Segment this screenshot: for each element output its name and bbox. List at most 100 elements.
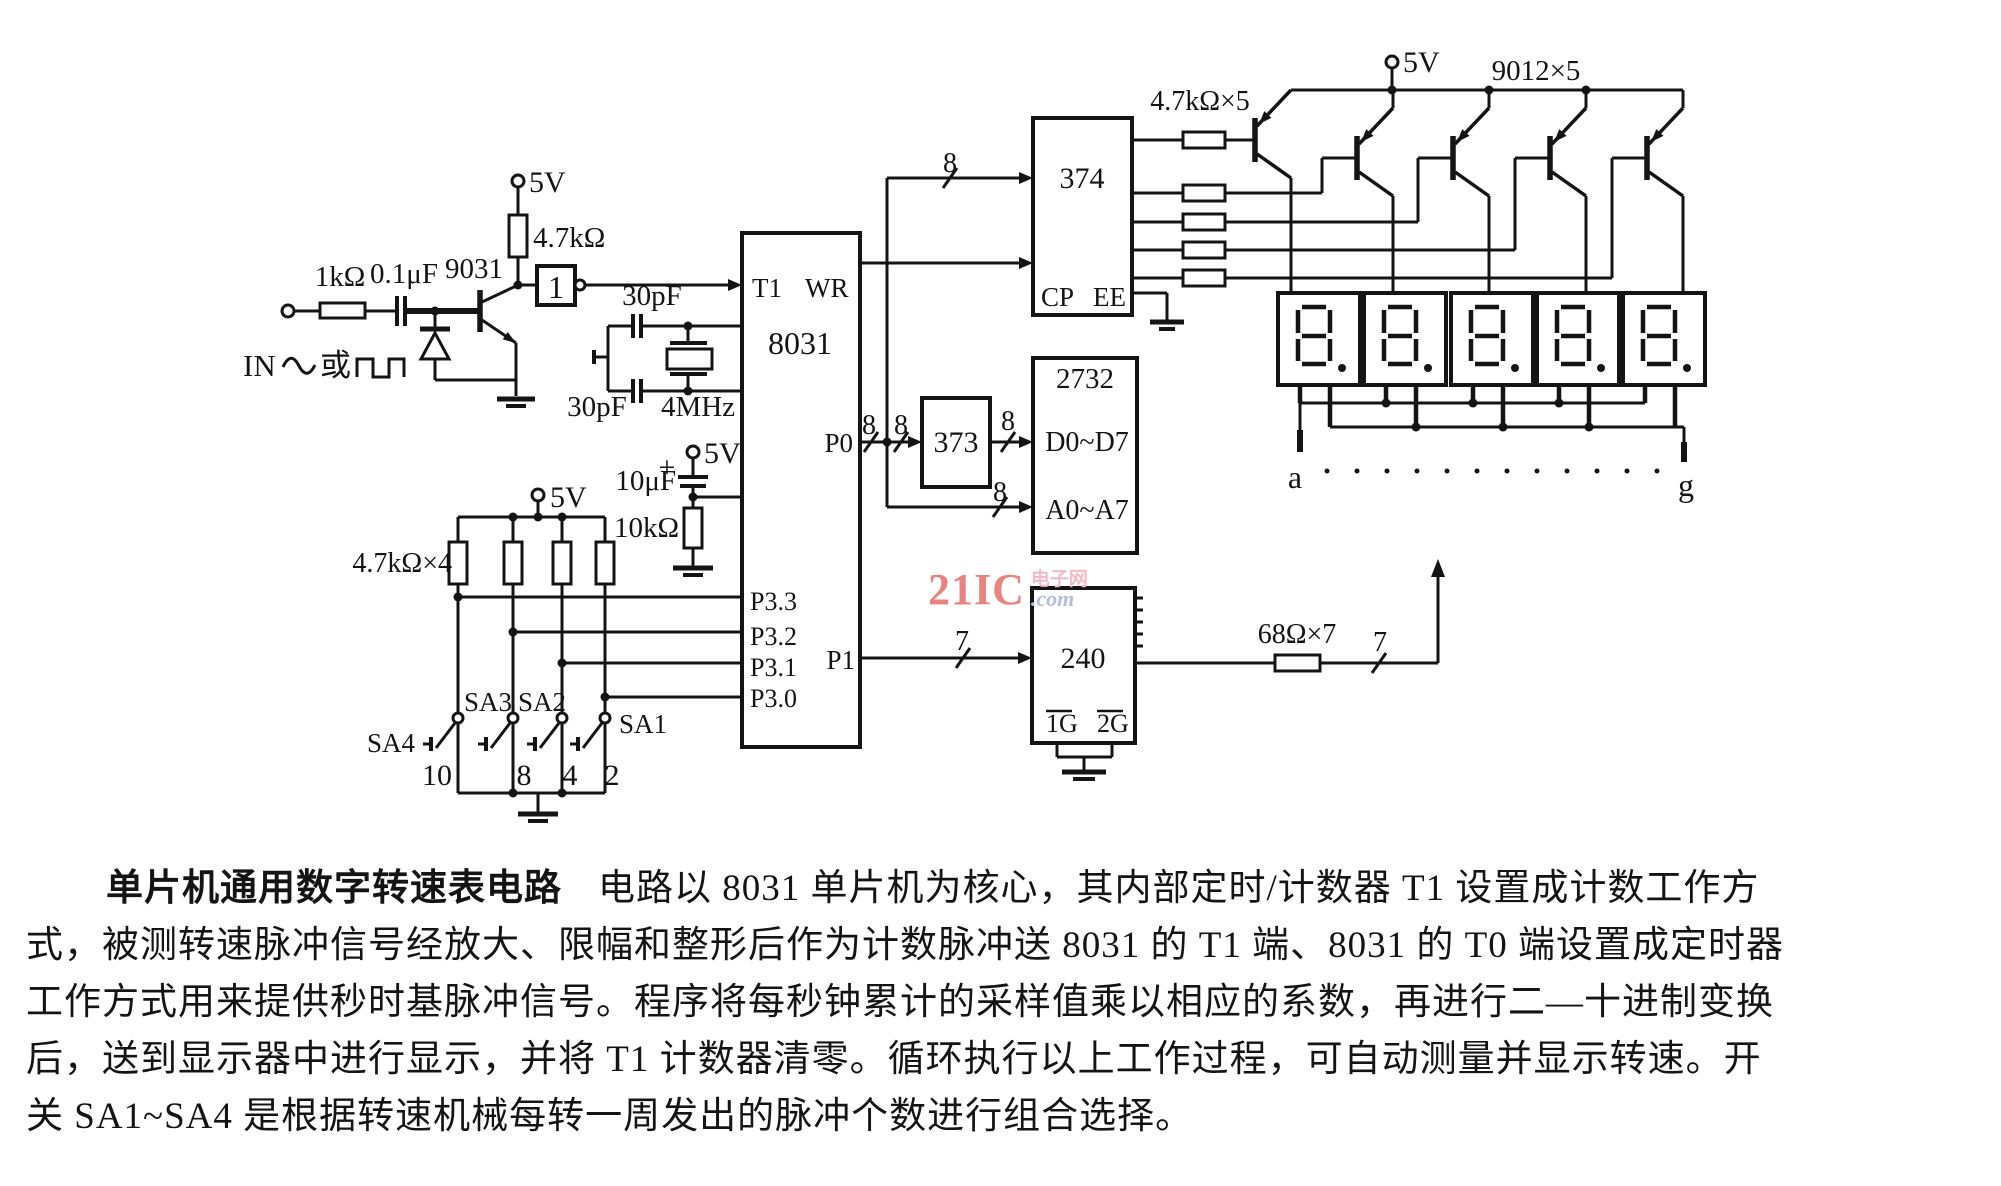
label-buf-240: 240 bbox=[1061, 642, 1106, 675]
label-weight-10: 10 bbox=[422, 759, 452, 792]
input-terminal bbox=[280, 303, 296, 319]
pin-2g: 2G bbox=[1097, 709, 1129, 738]
caption-line: 式，被测转速脉冲信号经放大、限幅和整形后作为计数脉冲送 8031 的 T1 端、… bbox=[26, 925, 1784, 966]
caption-line: 后，送到显示器中进行显示，并将 T1 计数器清零。循环执行以上工作过程，可自动测… bbox=[26, 1039, 1762, 1080]
label-vcc: 5V bbox=[529, 166, 566, 199]
seven-segment-display bbox=[1451, 293, 1533, 427]
transistor-9012 bbox=[1647, 108, 1683, 196]
ground-symbol bbox=[673, 565, 713, 577]
transistor-9012 bbox=[1357, 108, 1393, 196]
transistor-9031 bbox=[477, 284, 518, 380]
ground-symbol bbox=[1062, 769, 1106, 781]
resistor-10k bbox=[682, 506, 704, 550]
bus-width-8: 8 bbox=[862, 410, 876, 441]
resistor-4k7 bbox=[507, 213, 529, 259]
bus-width-7: 7 bbox=[1373, 627, 1387, 658]
caption-line: 工作方式用来提供秒时基脉冲信号。程序将每秒钟累计的采样值乘以相应的系数，再进行二… bbox=[26, 982, 1774, 1023]
label-cap-30pf-top: 30pF bbox=[622, 280, 682, 312]
vcc-terminal bbox=[530, 487, 546, 503]
label-in-signal: IN bbox=[243, 348, 276, 383]
transistor-9012 bbox=[1255, 90, 1291, 178]
label-latch-373: 373 bbox=[934, 426, 979, 459]
bus-width-8: 8 bbox=[943, 148, 957, 179]
label-cap-10uf: 10μF bbox=[615, 465, 676, 497]
pin-p32: P3.2 bbox=[750, 622, 797, 651]
pin-wr: WR bbox=[805, 273, 849, 303]
label-sa3: SA3 bbox=[464, 687, 512, 717]
label-mcu-part: 8031 bbox=[768, 325, 832, 361]
switch-column bbox=[423, 517, 469, 793]
bus-width-8: 8 bbox=[894, 410, 908, 441]
label-seg-g: g bbox=[1678, 467, 1694, 503]
label-weight-4: 4 bbox=[563, 759, 578, 792]
ic-373-box bbox=[920, 396, 992, 489]
bus-width-7: 7 bbox=[955, 626, 969, 657]
ground-symbol bbox=[497, 380, 535, 408]
pin-d0-d7: D0~D7 bbox=[1045, 427, 1129, 458]
waveform-icons bbox=[281, 356, 406, 379]
transistor-9012 bbox=[1453, 108, 1489, 196]
driver-stage bbox=[1132, 54, 1683, 331]
inverter-bubble bbox=[573, 278, 587, 292]
segment-dots bbox=[1324, 468, 1660, 474]
pin-t1: T1 bbox=[752, 273, 782, 303]
vcc-terminal bbox=[685, 444, 701, 460]
circuit-schematic: 1kΩ 0.1μF 9031 5V 4.7kΩ 1 IN 或 30pF 30pF… bbox=[243, 46, 2001, 823]
label-vcc: 5V bbox=[704, 437, 741, 470]
caption-block: 单片机通用数字转速表电路电路以 8031 单片机为核心，其内部定时/计数器 T1… bbox=[26, 860, 1988, 1145]
input-stage bbox=[280, 173, 742, 408]
label-cap-01uf: 0.1μF bbox=[370, 258, 438, 290]
ic-2732-box bbox=[1031, 356, 1139, 555]
pin-ee: EE bbox=[1093, 282, 1126, 312]
caption-line: 关 SA1~SA4 是根据转速机械每转一周发出的脉冲个数进行组合选择。 bbox=[26, 1096, 1194, 1137]
ic-8031-box bbox=[740, 231, 862, 749]
label-9012x5: 9012×5 bbox=[1492, 55, 1581, 87]
pin-p33: P3.3 bbox=[750, 587, 797, 616]
seven-segment-display bbox=[1537, 293, 1619, 427]
bus-width-8: 8 bbox=[993, 477, 1007, 508]
display-array bbox=[1278, 293, 1705, 474]
label-resnet-4k7x5: 4.7kΩ×5 bbox=[1150, 86, 1250, 117]
pin-p30: P3.0 bbox=[750, 684, 797, 713]
label-plus: + bbox=[659, 451, 676, 484]
caption-text: 电路以 8031 单片机为核心，其内部定时/计数器 T1 设置成计数工作方 bbox=[598, 868, 1760, 909]
label-resnet-4k7x4: 4.7kΩ×4 bbox=[352, 548, 452, 579]
transistor-9012 bbox=[1550, 108, 1586, 196]
label-sa2: SA2 bbox=[518, 687, 566, 717]
ic-374-box bbox=[1031, 116, 1134, 317]
pin-1g: 1G bbox=[1046, 709, 1078, 738]
label-vcc: 5V bbox=[550, 481, 587, 514]
vcc-terminal bbox=[510, 173, 526, 189]
label-weight-8: 8 bbox=[517, 759, 532, 792]
labels: 1kΩ 0.1μF 9031 5V 4.7kΩ 1 IN 或 30pF 30pF… bbox=[243, 46, 1694, 792]
seven-segment-display bbox=[1278, 293, 1360, 427]
label-vcc: 5V bbox=[1403, 46, 1440, 79]
switch-column bbox=[478, 517, 524, 793]
label-eprom-2732: 2732 bbox=[1056, 363, 1114, 395]
caption-title: 单片机通用数字转速表电路 bbox=[106, 868, 562, 909]
segment-driver bbox=[860, 559, 1445, 781]
pin-a0-a7: A0~A7 bbox=[1045, 495, 1129, 526]
label-resistor-1k: 1kΩ bbox=[315, 261, 366, 293]
resistor-68 bbox=[1273, 653, 1322, 673]
pin-p31: P3.1 bbox=[750, 653, 797, 682]
label-sa1: SA1 bbox=[619, 709, 667, 739]
square-wave-icon bbox=[355, 357, 406, 379]
label-seg-a: a bbox=[1288, 459, 1302, 495]
reset-circuit bbox=[673, 444, 742, 577]
label-resistor-10k: 10kΩ bbox=[614, 512, 679, 544]
switch-column bbox=[570, 517, 616, 793]
switch-column bbox=[527, 517, 573, 793]
bus-wiring bbox=[860, 167, 1033, 518]
resistor-1k bbox=[318, 301, 367, 320]
sine-wave-icon bbox=[281, 356, 317, 375]
label-transistor-9031: 9031 bbox=[445, 253, 503, 285]
crystal-4mhz bbox=[665, 326, 714, 391]
oscillator bbox=[592, 314, 742, 403]
label-cap-30pf-bottom: 30pF bbox=[567, 391, 627, 423]
diode bbox=[418, 311, 452, 380]
label-inverter: 1 bbox=[548, 269, 564, 305]
label-pullup: 4.7kΩ bbox=[533, 222, 605, 254]
caption-line: 单片机通用数字转速表电路电路以 8031 单片机为核心，其内部定时/计数器 T1… bbox=[26, 860, 1988, 917]
